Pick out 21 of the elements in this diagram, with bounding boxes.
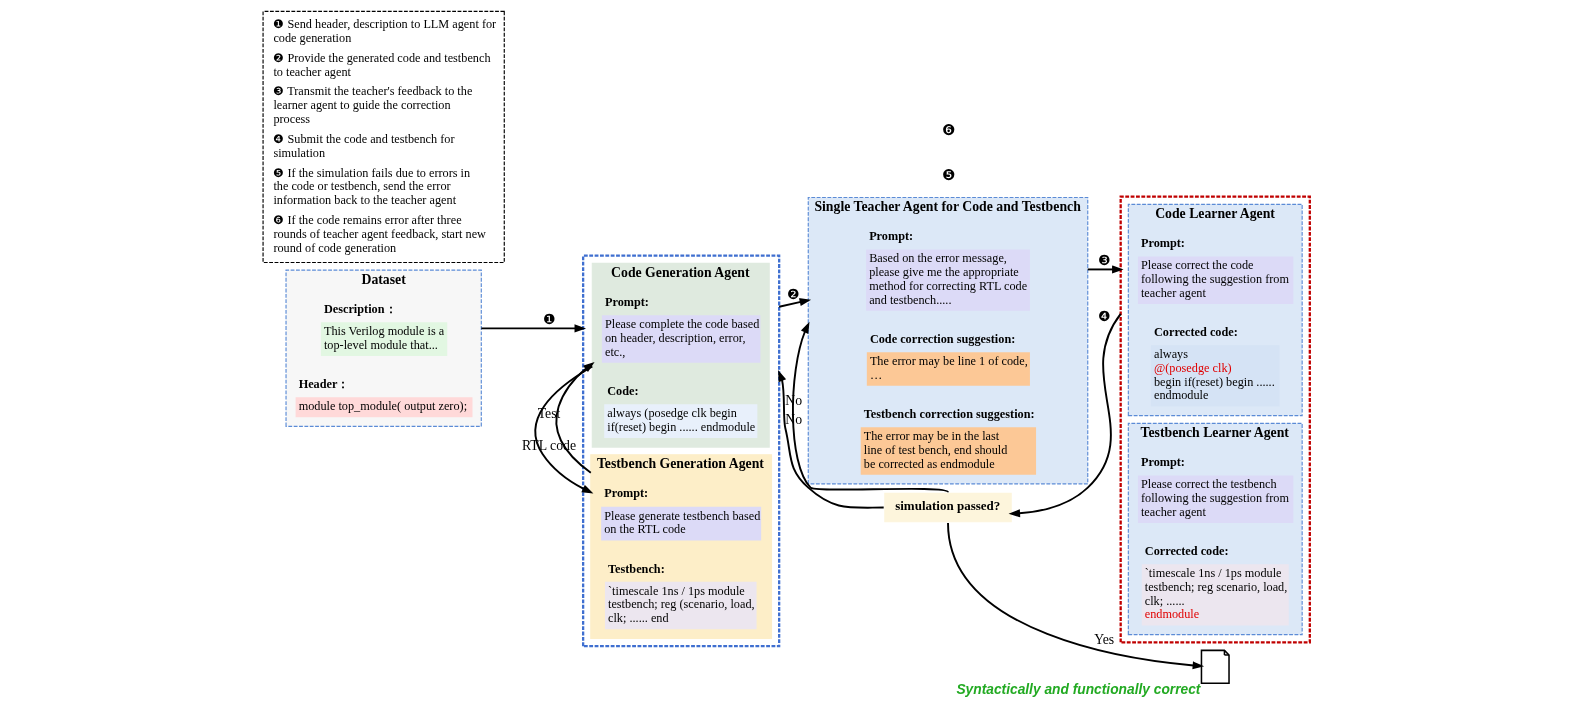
label: ❻ — [941, 121, 955, 139]
edge-label: ❹ — [1097, 309, 1111, 325]
node-label: Syntactically and functionally correct — [955, 681, 1200, 697]
edge-label: ❸ — [1097, 253, 1111, 269]
node-label: Corrected code: — [1153, 324, 1238, 339]
node-label: Prompt: — [604, 295, 649, 310]
node-label: Header： — [298, 376, 349, 391]
node-label: Code correction suggestion: — [869, 331, 1015, 346]
edge-label: ❶ — [542, 312, 556, 328]
edge-label: Yes — [1093, 632, 1114, 648]
node-label: Prompt: — [868, 229, 913, 244]
node-label: Prompt: — [1140, 236, 1185, 251]
label: ❺ — [941, 165, 955, 183]
node-label: Prompt: — [1140, 455, 1185, 470]
node-label: Description： — [323, 301, 396, 316]
node-label: Corrected code: — [1144, 543, 1229, 558]
node-label: Prompt: — [603, 486, 648, 501]
node-label: Testbench correction suggestion: — [863, 406, 1035, 421]
node-label: Testbench: — [607, 561, 665, 576]
edge-label: ❷ — [786, 286, 800, 302]
node-label: Code: — [606, 383, 639, 398]
